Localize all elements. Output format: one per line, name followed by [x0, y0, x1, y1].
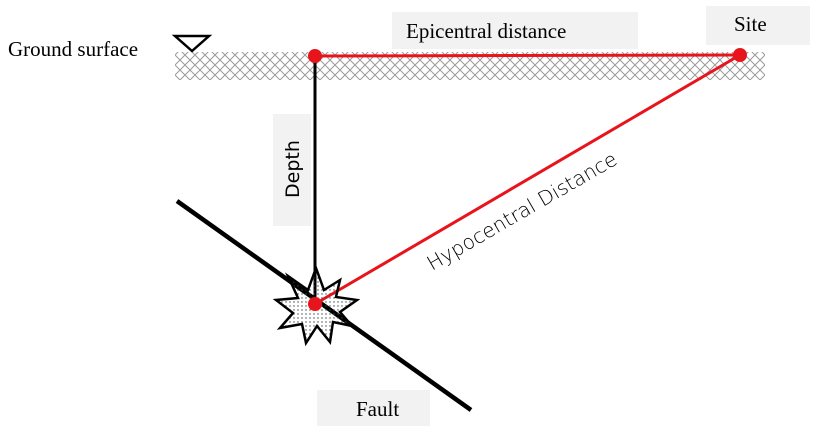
depth-label-box [273, 114, 311, 226]
epicenter-point [308, 49, 322, 63]
depth-label: Depth [282, 140, 304, 198]
hypocentral-distance-line [314, 53, 741, 306]
site-label-box [706, 6, 810, 45]
epicentral-distance-label-box [392, 12, 638, 49]
down-triangle-icon [171, 34, 213, 53]
ground-surface-label: Ground surface [8, 37, 138, 61]
epicentral-distance-label: Epicentral distance [406, 19, 566, 43]
fault-label: Fault [356, 397, 399, 421]
hypocentral-distance-label: Hypocentral Distance [423, 147, 622, 276]
fault-label-box [317, 390, 430, 426]
epicentral-distance-line [314, 53, 741, 58]
hypocenter-point [308, 297, 322, 311]
site-point [733, 48, 747, 62]
site-label: Site [734, 12, 767, 36]
